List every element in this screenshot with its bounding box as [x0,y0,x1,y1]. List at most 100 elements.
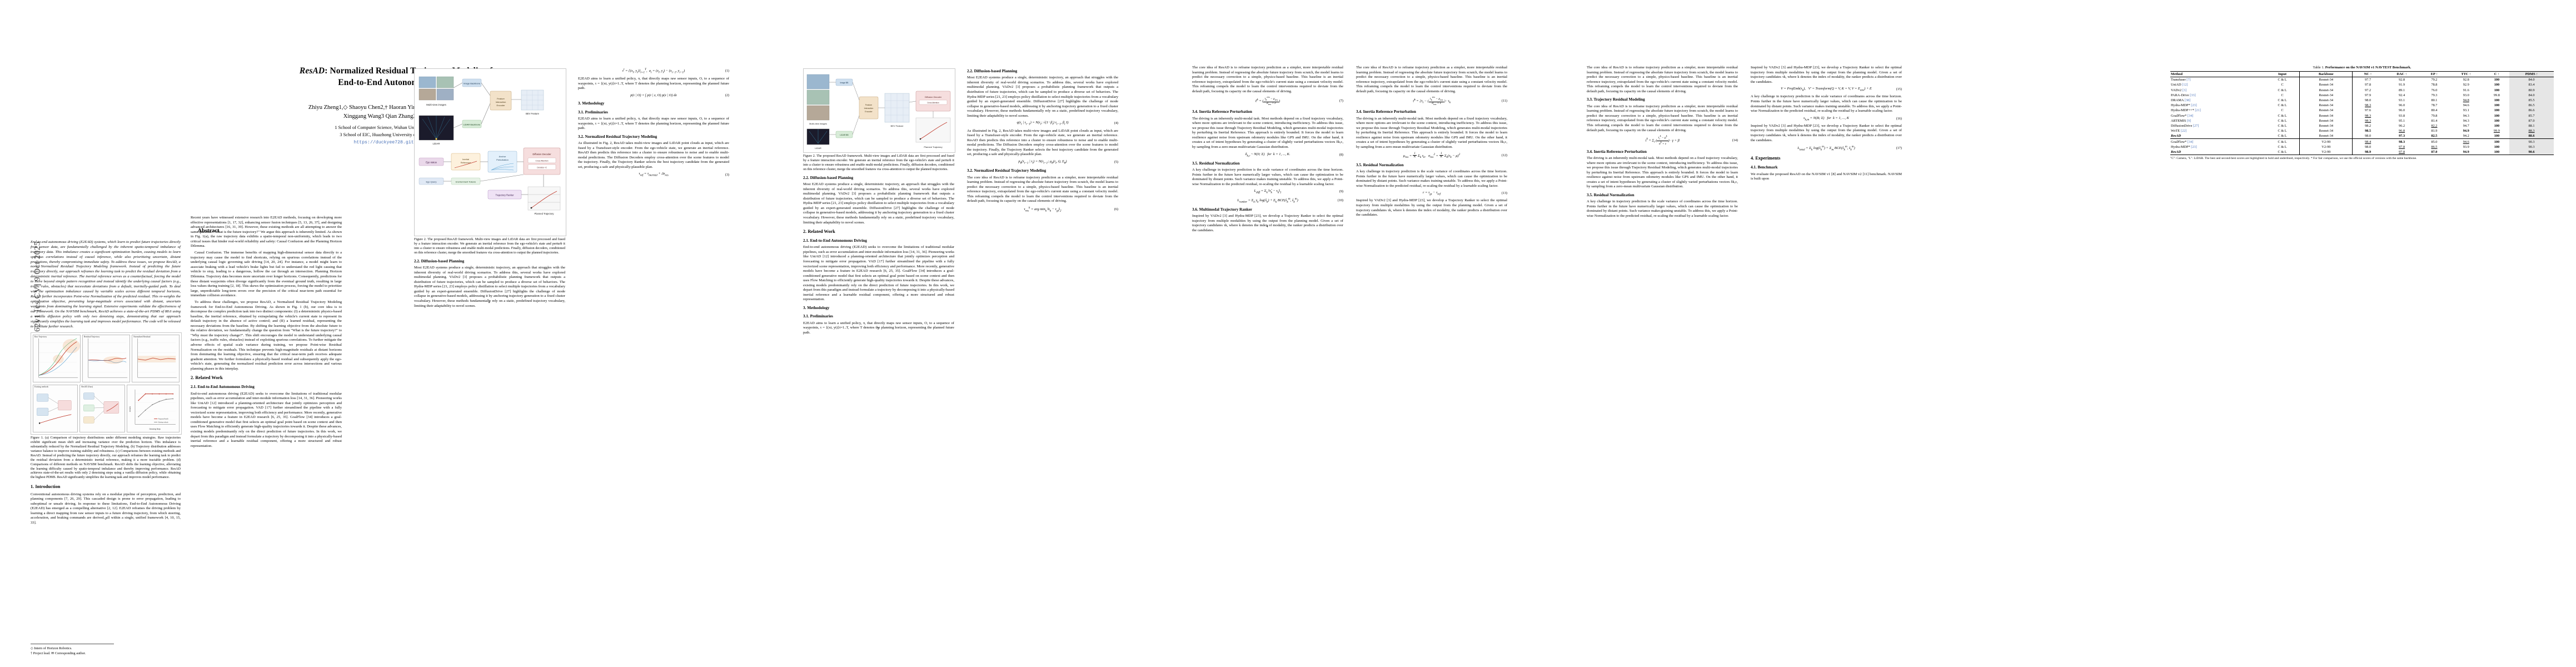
figure-2-wide-graphic: Multi-view images LiDAR Image BB LiDAR B… [803,68,955,153]
section-1-number: 1. [31,484,34,490]
c5-p3: E2EAD aims to learn a unified policy, π,… [803,321,954,335]
cell-ttc: 93.0 [2463,93,2469,97]
cell-nc: 98.3 [2352,103,2383,108]
fig1-panel-resad-label: ResAD (Ours) [81,386,93,389]
cell-c: 100 [2494,103,2500,108]
svg-text:Interaction: Interaction [864,107,874,109]
fig1-panel-existing-label: Existing methods [34,386,49,389]
cell-c: 99.9 [2493,129,2500,133]
page-number-3: 3 [877,327,879,331]
s34b-title: Inertia Reference Perturbation [1363,109,1416,115]
footnote-block: ◇ Intern of Horizon Robotics. † Project … [31,644,197,656]
svg-text:LiDAR BB: LiDAR BB [840,134,849,136]
section-4-heading: 4. Experiments [1751,156,1902,162]
cell-backbone: V2-99 [2299,138,2353,145]
s1-p4: To address these challenges, we propose … [191,300,342,371]
column-9: The core idea of ResAD is to reframe tra… [1587,66,1738,221]
section-3-3-heading: 3.3. Trajectory Residual Modeling [1587,97,1738,102]
title-emph: ResAD [299,66,325,76]
cell-dac: 97.3 [2399,134,2405,138]
footnote-line-1: ◇ Intern of Horizon Robotics. [31,646,72,650]
svg-text:Ego status: Ego status [426,161,437,164]
project-url[interactable]: https://duckyee728.github.io/ResAD [353,140,447,145]
column-3: Multi-view images LiDAR Image [414,66,566,310]
cell-ep: 82.2 [2431,123,2438,128]
th-nc: NC ↑ [2352,71,2383,77]
section-3-2-number: 3.2. [578,134,584,139]
cell-nc: 98.4 [2352,138,2383,145]
s2b-title: Related Work [808,229,835,235]
cell-method: Hydra-MDP++* [21] [2171,108,2201,113]
cell-dac: 95.1 [2399,118,2405,123]
cell-input: C & L [2278,145,2287,149]
cell-ep: 80.4 [2431,108,2438,113]
fig1-panel-residual-label: Residual Trajectory [84,336,100,339]
figure-1-caption: Figure 1. (a) Comparison of trajectory d… [31,436,181,480]
cell-nc: 97.6 [2352,108,2383,113]
cell-nc: 98.3 [2352,118,2383,123]
cell-ep: 82.5 [2431,134,2438,138]
s41-title: Benchmark [1757,165,1778,170]
s22c-title: Diffusion-based Planning [974,69,1018,73]
s22c-num: 2.2. [967,69,973,73]
fig1-panel-raw-label: Raw Trajectory [34,336,47,339]
section-1-title: Introduction [35,484,61,490]
cell-dac: 93.1 [2399,98,2405,103]
s3b-num: 3. [803,306,806,310]
fig1-panel-chart: Denoising Steps PDMS Proposed ResAD Exis… [126,385,180,433]
cell-input: C & L [2278,129,2287,133]
section-2-1-heading-b: 2.1. End-to-End Autonomous Driving [803,238,954,243]
cell-ttc: 94.3 [2463,118,2469,123]
th-ep: EP ↑ [2430,72,2438,77]
cell-backbone: Resnet-34 [2299,113,2353,118]
c7-p4: Inspired by VADv2 [3] and Hydra-MDP [23]… [1192,214,1343,232]
cell-dac: 92.8 [2399,78,2405,82]
table-1-caption-bold: Performance on the NAVSIM v1 NAVTEST Ben… [2325,66,2411,69]
s34c-num: 3.4. [1587,149,1593,154]
c9-p4: A key challenge in trajectory prediction… [1587,200,1738,218]
page-number-1: 1 [104,517,107,521]
svg-text:Existing methods: Existing methods [158,421,168,423]
s31b-num: 3.1. [803,314,809,319]
section-2-1-title: End-to-End Autonomous Driving [197,385,255,390]
cell-input: C [2281,108,2284,113]
s22-p1: Most E2EAD systems produce a single, det… [414,266,565,308]
s32c-title: Normalized Residual Trajectory Modeling [974,168,1047,173]
svg-text:Trajectory Ranker: Trajectory Ranker [495,193,514,196]
cell-nc: 98.0 [2352,144,2383,150]
cell-method: ResAD [2171,150,2181,154]
c8-p1: The core idea of ResAD is to reframe tra… [1356,66,1507,93]
section-3-2-heading-c: 3.2. Normalized Residual Trajectory Mode… [967,168,1118,173]
section-2-2-heading-c: 2.2. Diffusion-based Planning [967,69,1118,74]
s32-p1: As illustrated in Fig. 2, ResAD takes mu… [578,141,729,169]
table-1-block: Table 1. Performance on the NAVSIM v1 NA… [2170,66,2554,161]
cell-dac: 93.8 [2399,113,2405,118]
cell-method: DiffusionDrive [27] [2171,123,2199,128]
cell-method: VADv2 [3] [2171,88,2187,92]
cell-ttc: 93.1 [2463,108,2469,113]
svg-text:Multi-view images: Multi-view images [809,122,827,125]
s34-num: 3.4. [1192,109,1198,115]
cell-c: 100 [2494,118,2500,123]
s35b-title: Residual Normalization [1363,162,1404,167]
section-3-2-title: Normalized Residual Trajectory Modeling [585,134,657,139]
c10-p3: Inspired by VADv2 [3] and Hydra-MDP [23]… [1751,123,1902,142]
cell-nc: 98.5 [2352,128,2383,134]
equation-8: δk,c ~ N(0; Σ) for k = 1, ..., K. (8) [1245,152,1343,157]
cell-ep: 79.8 [2431,113,2438,118]
cell-method: GoalFlow* [34] [2171,140,2194,144]
cell-input: C & L [2278,113,2287,118]
section-2-1-heading: 2.1. End-to-End Autonomous Driving [191,385,342,390]
section-3-number: 3. [578,101,581,106]
figure-2-graphic: Multi-view images LiDAR Image [414,68,566,236]
author-list: Zhiyu Zheng1,◇ Shaoyu Chen2,† Haoran Yin… [31,103,770,121]
section-2-2-heading: 2.2. Diffusion-based Planning [414,259,565,264]
s22b-title: Diffusion-based Planning [810,175,854,180]
cell-input: C & L [2278,78,2287,82]
figure-1-graphic: Raw Trajectory [31,332,182,435]
svg-text:Anchor: Anchor [499,155,506,158]
s31-p1: E2EAD aims to learn a unified policy, π,… [578,117,729,131]
section-3-1-heading-b: 3.1. Preliminaries [803,314,954,319]
